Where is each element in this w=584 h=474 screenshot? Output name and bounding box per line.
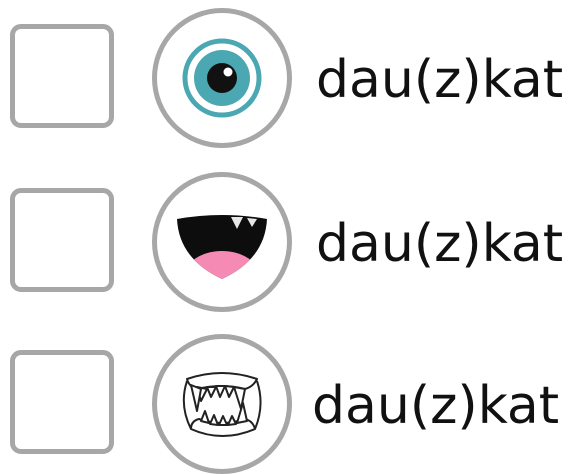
option-row-2: dau(z)kat — [0, 172, 584, 312]
option-row-3: dau(z)kat — [0, 334, 584, 474]
checkbox-3[interactable] — [10, 350, 114, 454]
checkbox-2[interactable] — [10, 188, 114, 292]
open-mouth-icon — [177, 215, 267, 279]
icon-badge-1 — [152, 8, 292, 148]
icon-badge-2 — [152, 172, 292, 312]
checkbox-1[interactable] — [10, 24, 114, 128]
option-label-3: dau(z)kat — [312, 376, 560, 436]
option-label-2: dau(z)kat — [316, 214, 564, 274]
icon-badge-3 — [152, 334, 292, 474]
eye-icon — [180, 36, 264, 120]
option-row-1: dau(z)kat — [0, 8, 584, 148]
fangs-icon — [182, 372, 262, 437]
option-label-1: dau(z)kat — [316, 50, 564, 110]
